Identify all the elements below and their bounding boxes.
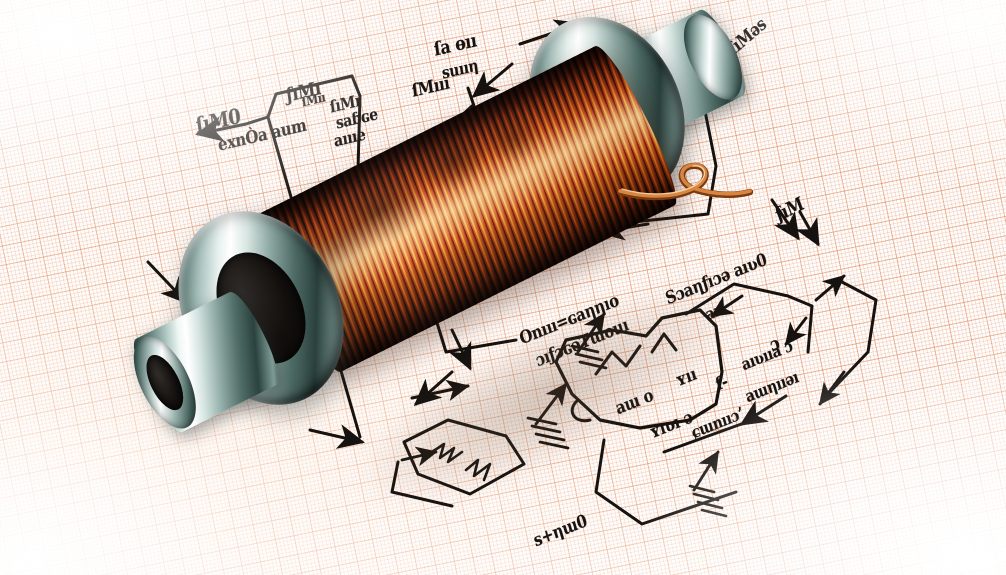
lead-wire-layer	[616, 162, 754, 201]
coil-assembly	[121, 0, 850, 575]
lead-wire-mid	[618, 163, 752, 198]
annotation-label-a25: ѕ+ηɯ0	[530, 509, 590, 551]
